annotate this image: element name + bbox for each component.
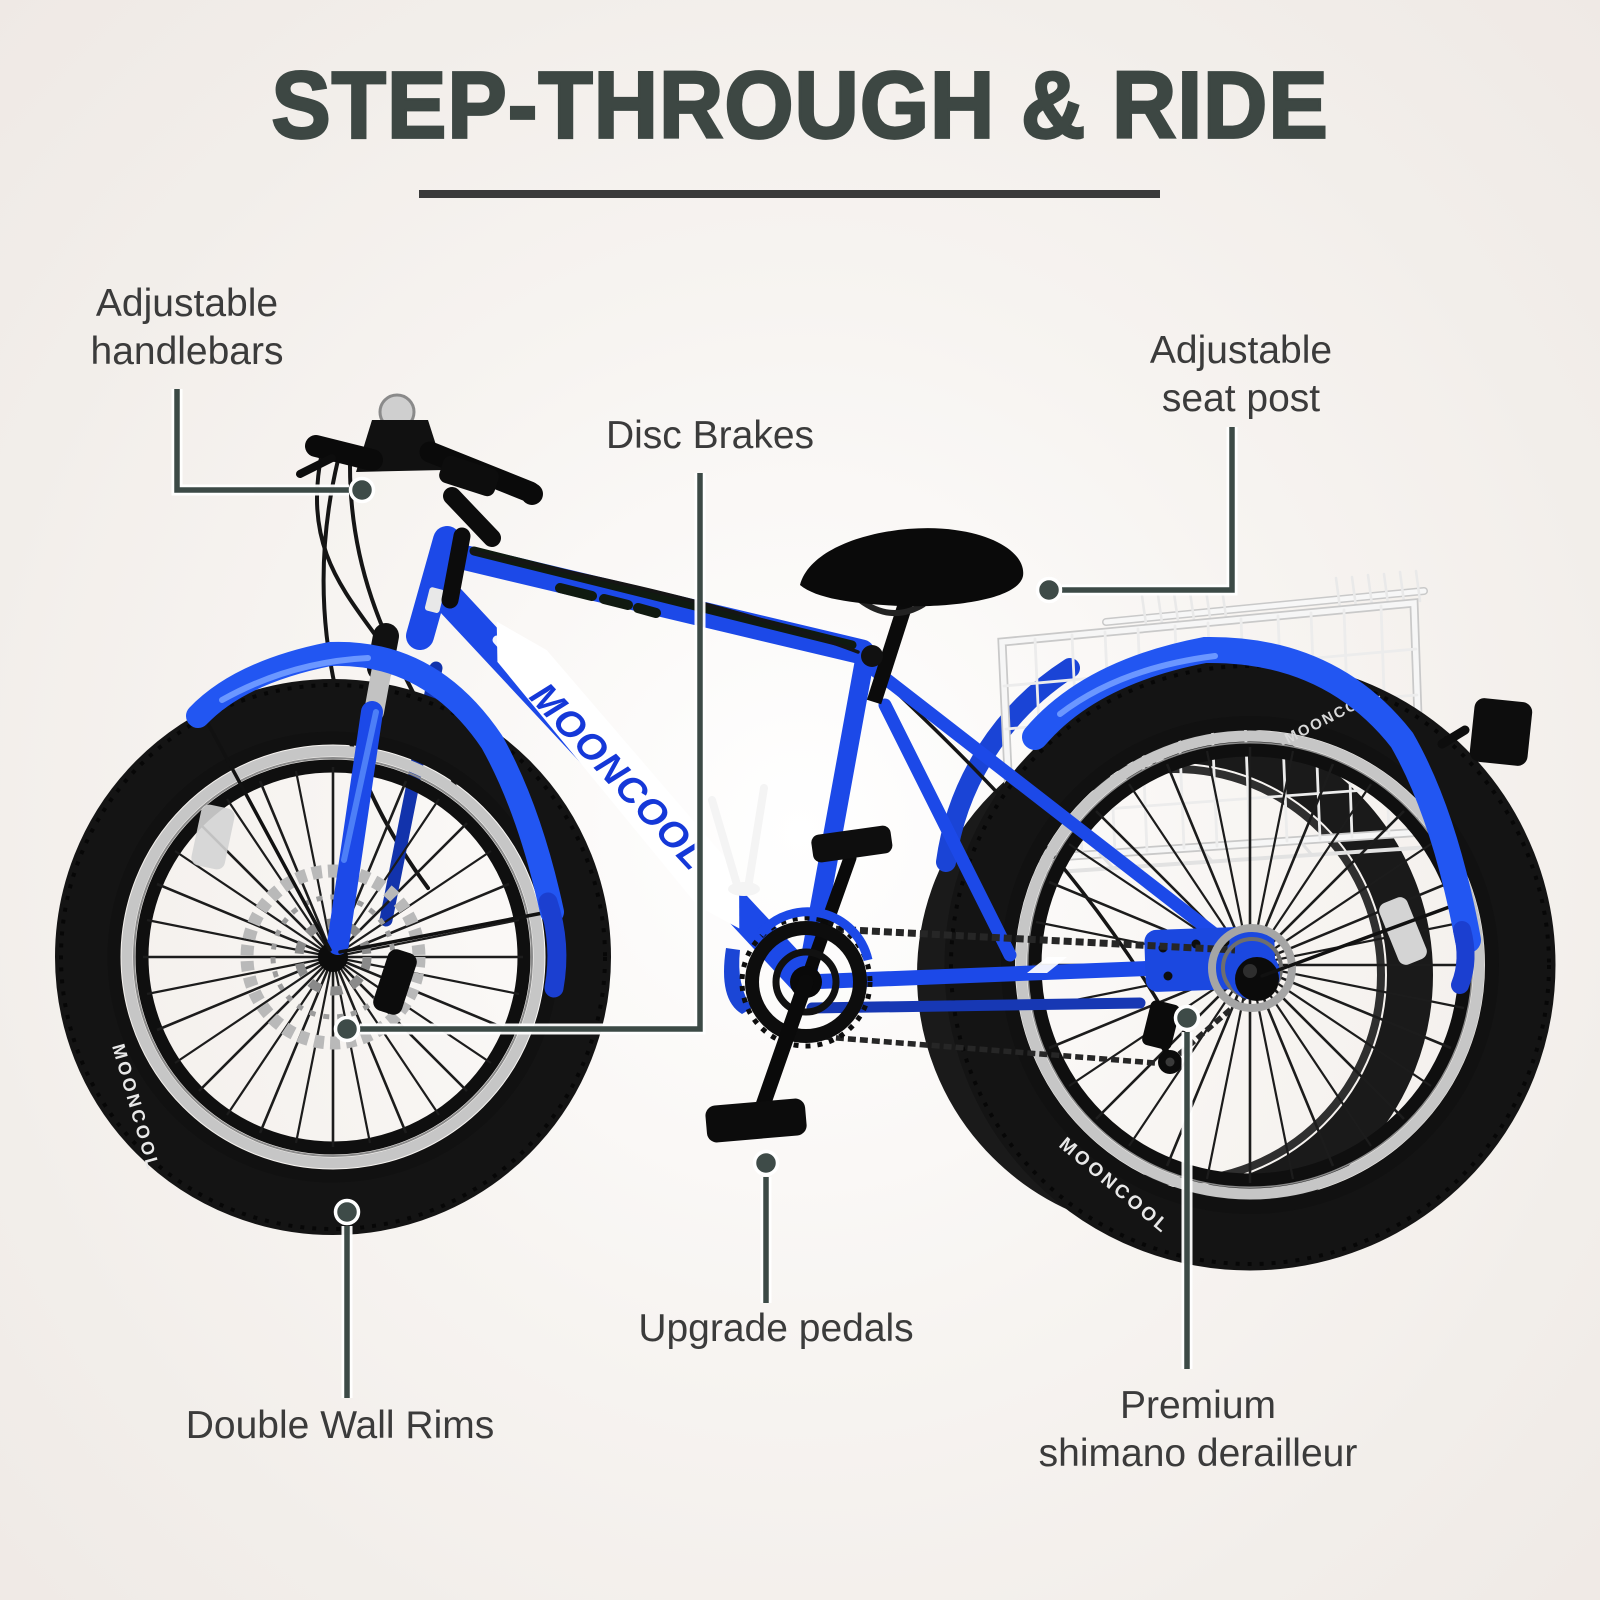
- callout-dot-seat-post: [1035, 576, 1063, 604]
- front-fender: [186, 641, 567, 998]
- far-pedal: [811, 825, 893, 863]
- near-pedal: [705, 1098, 807, 1143]
- callout-line-casings: [171, 389, 1238, 1398]
- callout-line-seat-post: [1062, 427, 1235, 593]
- chain: [811, 924, 1250, 1067]
- callout-dots: [333, 476, 1201, 1226]
- wheel-reflector: [1379, 897, 1427, 965]
- feature-label-line: seat post: [1161, 376, 1321, 420]
- callout-dot-pedals: [752, 1149, 780, 1177]
- feature-label-line: Premium: [1119, 1384, 1277, 1427]
- feature-label-line: Upgrade pedals: [638, 1307, 914, 1350]
- rear-reflector: [1469, 698, 1533, 766]
- brake-caliper: [373, 949, 417, 1015]
- callout-dot-rims: [333, 1198, 361, 1226]
- head-badge: [424, 587, 445, 613]
- feature-label-handlebars: Adjustable handlebars: [37, 280, 337, 375]
- feature-label-line: shimano derailleur: [1038, 1431, 1358, 1475]
- feature-label-line: Double Wall Rims: [185, 1404, 495, 1447]
- callout-dot-derailleur: [1173, 1004, 1201, 1032]
- feature-label-line: handlebars: [90, 329, 284, 373]
- callout-lines: [174, 389, 1235, 1398]
- title-underline: [419, 190, 1160, 198]
- feature-label-disc-brakes: Disc Brakes: [535, 412, 885, 460]
- crankset: [705, 825, 893, 1143]
- wheel-reflector: [191, 804, 235, 870]
- callout-line-handlebars: [174, 389, 349, 493]
- callout-line-disc-brakes: [360, 473, 703, 1032]
- page-title: STEP-THROUGH & RIDE: [270, 51, 1329, 158]
- feature-label-pedals: Upgrade pedals: [551, 1305, 1001, 1353]
- feature-label-derailleur: Premium shimano derailleur: [938, 1382, 1458, 1477]
- bottle-cage: [708, 784, 768, 896]
- feature-label-line: Disc Brakes: [605, 414, 815, 457]
- callout-dot-disc-brakes: [333, 1015, 361, 1043]
- saddle: [800, 528, 1024, 705]
- feature-label-rims: Double Wall Rims: [115, 1402, 565, 1450]
- rear-fender: [1022, 636, 1533, 994]
- rear-hub-derailleur: [1142, 924, 1296, 1074]
- feature-label-line: Adjustable: [95, 282, 279, 325]
- feature-label-seat-post: Adjustable seat post: [1066, 327, 1416, 422]
- callout-dot-handlebars: [348, 476, 376, 504]
- feature-label-line: Adjustable: [1149, 329, 1333, 372]
